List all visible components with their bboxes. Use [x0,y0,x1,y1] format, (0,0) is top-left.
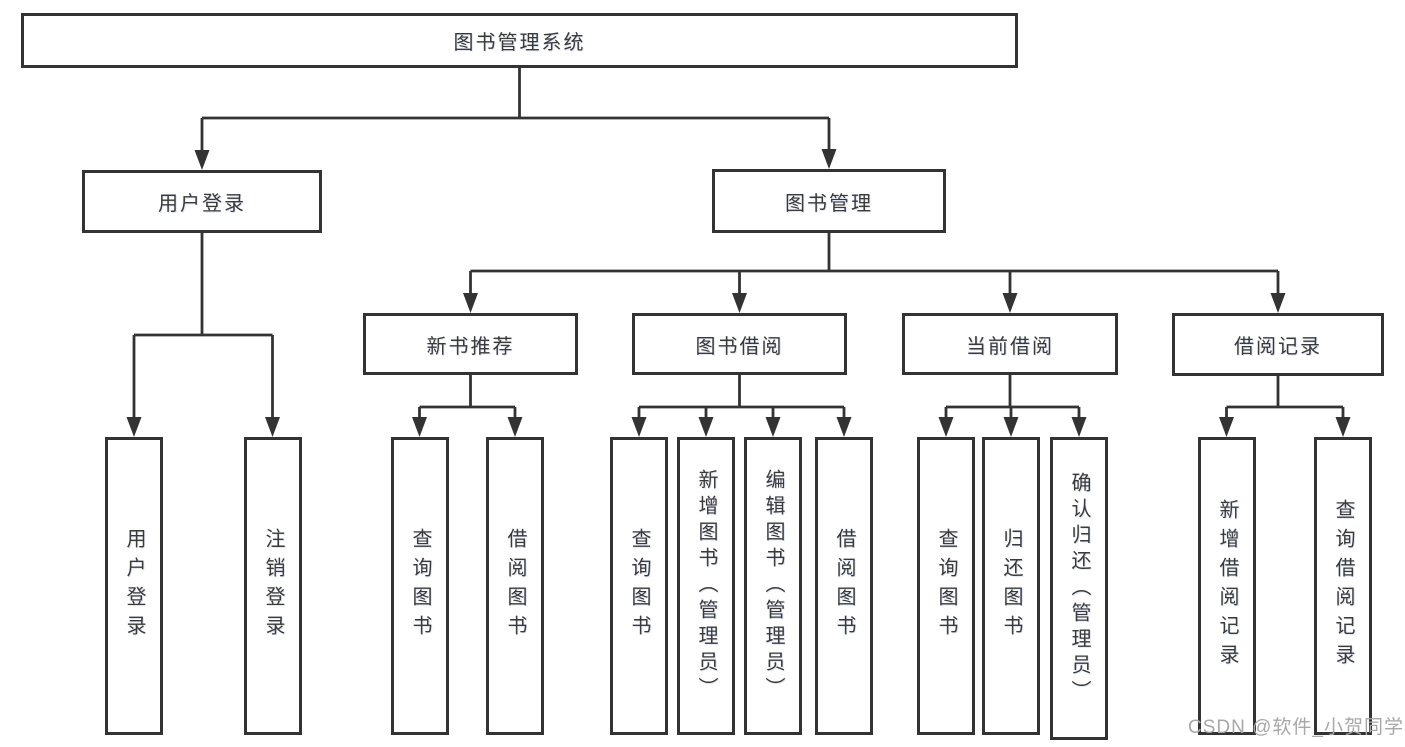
leaf-query-books-1: 查询图书 [391,437,449,735]
leaf-borrow-books-2: 借阅图书 [815,437,873,735]
leaf-logout: 注销登录 [244,437,302,735]
node-user-login: 用户登录 [82,170,322,233]
leaf-query-books-2: 查询图书 [610,437,668,735]
node-book-management: 图书管理 [712,169,946,233]
leaf-user-login: 用户登录 [105,437,163,735]
leaf-add-book-admin: 新增图书（管理员） [677,437,735,735]
leaf-query-borrow-record: 查询借阅记录 [1314,437,1372,735]
watermark: CSDN @软件_小贺同学 [1188,717,1404,738]
node-library-management-system: 图书管理系统 [21,13,1018,68]
leaf-edit-book-admin: 编辑图书（管理员） [744,437,802,735]
node-new-book-recommendation: 新书推荐 [363,313,578,375]
leaf-return-books: 归还图书 [982,437,1040,735]
node-book-borrowing: 图书借阅 [632,313,847,375]
leaf-borrow-books-1: 借阅图书 [486,437,544,735]
node-borrowing-records: 借阅记录 [1172,313,1384,376]
leaf-query-books-3: 查询图书 [917,437,975,735]
leaf-add-borrow-record: 新增借阅记录 [1198,437,1256,735]
node-current-borrowing: 当前借阅 [902,313,1118,375]
leaf-confirm-return-admin: 确认归还（管理员） [1050,437,1108,740]
